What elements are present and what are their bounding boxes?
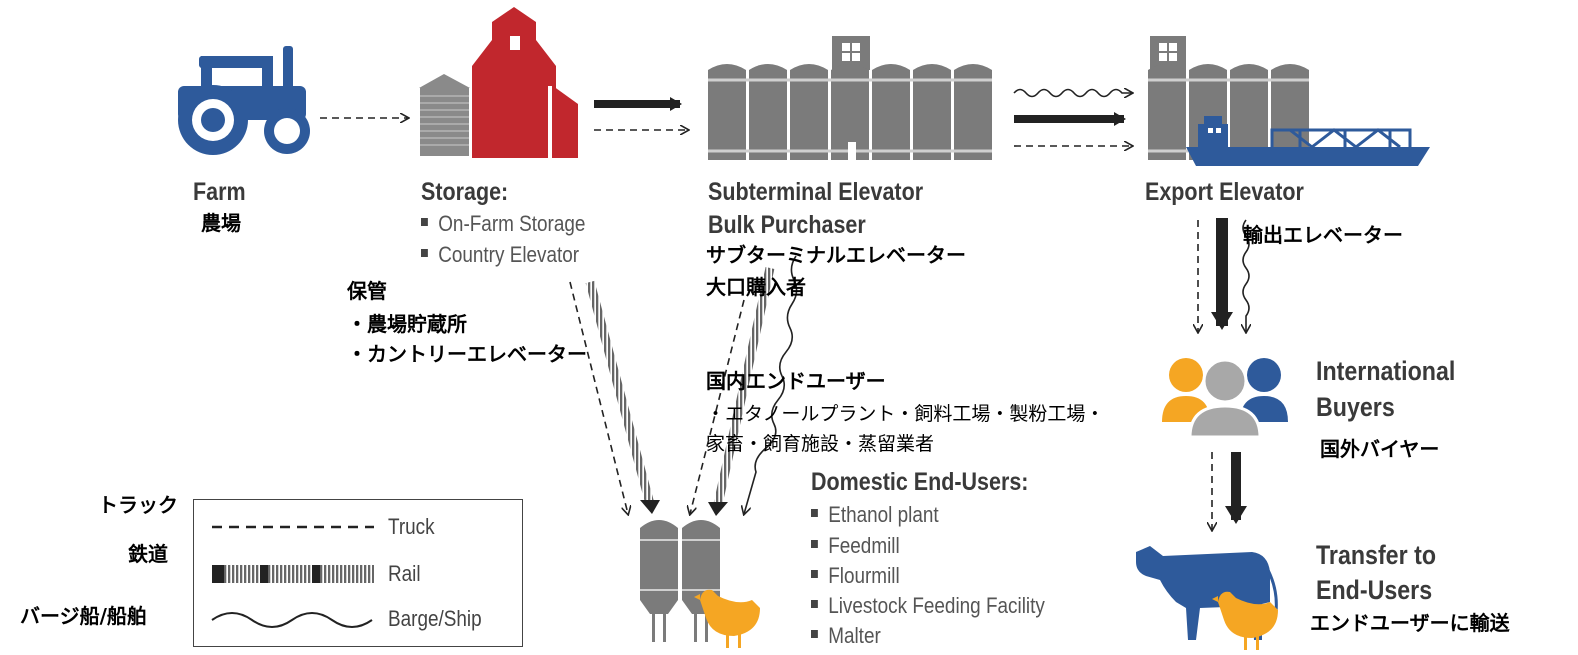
people-icon — [1162, 358, 1288, 439]
export-elevator-icon — [1148, 36, 1309, 160]
storage-item-jp: ・農場貯蔵所 — [347, 312, 467, 336]
buyers-to-transfer-arrows — [1212, 452, 1247, 530]
farm-label: Farm — [193, 178, 246, 206]
farm-label-jp: 農場 — [201, 211, 241, 235]
storage-item: On-Farm Storage — [421, 211, 585, 236]
storage-item-jp: ・カントリーエレベーター — [347, 342, 587, 366]
storage-item: Country Elevator — [421, 242, 579, 267]
storage-item-label: Country Elevator — [438, 242, 580, 267]
transfer-label-jp: エンドユーザーに輸送 — [1310, 611, 1510, 635]
grain-bin-icon — [419, 74, 470, 156]
domestic-item: Livestock Feeding Facility — [811, 593, 1045, 618]
barn-icon — [472, 7, 578, 158]
buyers-label: Buyers — [1316, 392, 1395, 422]
subterminal-to-domestic-arrows — [690, 255, 798, 516]
storage-label: Storage: — [421, 178, 509, 206]
legend-box — [193, 499, 523, 647]
international-buyers-label-jp: 国外バイヤー — [1320, 437, 1440, 461]
legend-rail-label: Rail — [388, 561, 421, 586]
legend-rail-label-jp: 鉄道 — [128, 542, 168, 566]
domestic-item-label: Feedmill — [828, 533, 900, 558]
silo-icon — [640, 520, 720, 642]
domestic-item-label: Livestock Feeding Facility — [828, 593, 1045, 618]
subterminal-to-export-arrows — [1013, 90, 1132, 147]
legend-barge-label: Barge/Ship — [388, 606, 482, 631]
bullet — [811, 540, 818, 549]
domestic-item: Ethanol plant — [811, 502, 939, 527]
chicken-icon — [694, 589, 760, 648]
storage-item-label: On-Farm Storage — [438, 211, 586, 236]
legend-truck-label: Truck — [388, 514, 435, 539]
domestic-items-jp: 家畜・飼育施設・蒸留業者 — [706, 433, 935, 455]
bulk-purchaser-label-jp: 大口購入者 — [706, 275, 806, 299]
legend-truck-label-jp: トラック — [98, 493, 178, 517]
domestic-item-label: Malter — [828, 623, 881, 648]
domestic-end-users-label: Domestic End-Users: — [811, 468, 1029, 496]
bullet — [421, 218, 428, 227]
export-to-buyers-arrows — [1198, 218, 1249, 332]
domestic-items-jp: ・エタノールプラント・飼料工場・製粉工場・ — [706, 403, 1105, 425]
storage-to-subterminal-arrows — [594, 97, 688, 130]
legend-rail-sample — [212, 565, 374, 583]
international-buyers-label: International — [1316, 356, 1456, 386]
chicken-icon — [1212, 591, 1278, 650]
storage-label-jp: 保管 — [347, 279, 387, 303]
end-users-label: End-Users — [1316, 575, 1433, 605]
transfer-label: Transfer to — [1316, 540, 1437, 570]
legend-barge-label-jp: バージ船/船舶 — [20, 604, 147, 628]
bullet — [421, 249, 428, 258]
subterminal-elevator-icon — [708, 36, 992, 160]
tractor-icon — [178, 46, 310, 155]
export-elevator-label: Export Elevator — [1145, 178, 1304, 206]
domestic-item-label: Ethanol plant — [828, 502, 939, 527]
domestic-label-jp: 国内エンドユーザー — [706, 369, 886, 393]
bullet — [811, 570, 818, 579]
domestic-item: Feedmill — [811, 533, 900, 558]
domestic-item-label: Flourmill — [828, 563, 900, 588]
bulk-purchaser-label: Bulk Purchaser — [708, 211, 866, 239]
ship-icon — [1186, 116, 1430, 166]
domestic-item: Flourmill — [811, 563, 900, 588]
subterminal-label: Subterminal Elevator — [708, 178, 924, 206]
bullet — [811, 600, 818, 609]
storage-to-domestic-arrows — [569, 280, 660, 514]
bullet — [811, 630, 818, 639]
bullet — [811, 509, 818, 518]
export-elevator-label-jp: 輸出エレベーター — [1243, 223, 1403, 247]
subterminal-label-jp: サブターミナルエレベーター — [706, 243, 966, 267]
legend-barge-sample — [211, 612, 373, 628]
domestic-item: Malter — [811, 623, 881, 648]
